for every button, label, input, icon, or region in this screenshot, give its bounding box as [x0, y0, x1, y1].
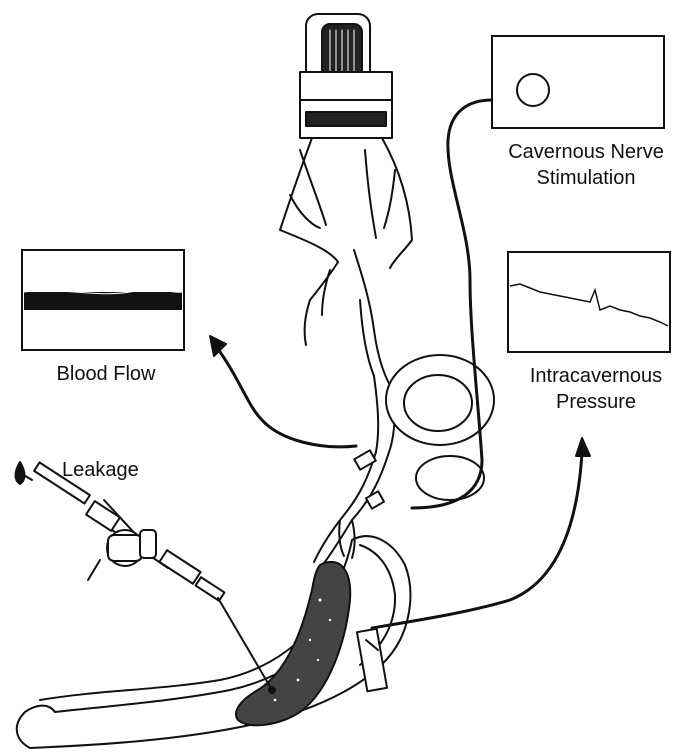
blood-flow-monitor [22, 250, 184, 350]
intracavernous-label-line2: Pressure [510, 390, 682, 414]
blood-flow-arrowhead-icon [210, 336, 226, 356]
stimulator-monitor [492, 36, 664, 128]
pressure-arrowhead-icon [576, 438, 590, 456]
leakage-label: Leakage [62, 458, 162, 482]
pressure-monitor [508, 252, 670, 352]
penis-outline-shape [17, 536, 411, 748]
cavernous-nerve-label-line1: Cavernous Nerve [500, 140, 672, 164]
corpus-cavernosum-shape [236, 562, 350, 725]
blood-flow-label: Blood Flow [20, 362, 192, 386]
cavernous-nerve-label-line2: Stimulation [500, 166, 672, 190]
stimulator-lead-line [412, 100, 492, 508]
blood-flow-arrow [220, 352, 356, 447]
flow-probe-icon [300, 14, 392, 138]
syringe-icon [16, 462, 276, 693]
intracavernous-label-line1: Intracavernous [510, 364, 682, 388]
